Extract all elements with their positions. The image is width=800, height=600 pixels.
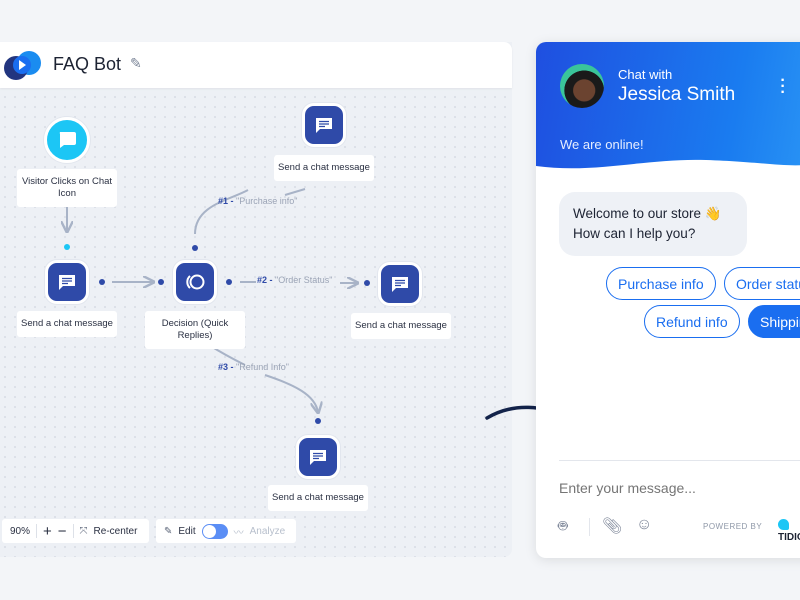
send-message-node[interactable] [378, 262, 422, 306]
chat-with-label: Chat with [618, 67, 673, 82]
connector-dot[interactable] [158, 279, 164, 285]
send-message-label: Send a chat message [274, 155, 374, 181]
chat-widget: Chat with Jessica Smith ··· We are onlin… [536, 42, 800, 558]
message-icon [310, 449, 326, 465]
quick-reply-shipping[interactable]: Shipping [748, 305, 800, 338]
brand-logo[interactable]: TIDIO [778, 519, 800, 543]
edge-number: #1 - [218, 196, 234, 206]
zoom-out-button[interactable]: − [57, 522, 67, 540]
chat-bubble-icon [59, 132, 76, 148]
connector-dot[interactable] [64, 244, 70, 250]
send-message-node[interactable] [302, 103, 346, 147]
edge-number: #3 - [218, 362, 234, 372]
send-message-node[interactable] [45, 260, 89, 304]
connector-dot[interactable] [364, 280, 370, 286]
quick-reply-purchase-info[interactable]: Purchase info [606, 267, 716, 300]
start-node-label: Visitor Clicks on Chat Icon [17, 169, 117, 207]
analyze-label[interactable]: Analyze [249, 525, 286, 537]
divider [589, 518, 590, 536]
powered-by-label: POWERED BY [703, 522, 763, 531]
edge-text: "Order Status" [275, 275, 333, 285]
edge-label-1: #1 - "Purchase info" [218, 196, 297, 206]
quick-reply-refund-info[interactable]: Refund info [644, 305, 740, 338]
connector-dot[interactable] [226, 279, 232, 285]
mode-controls: ✎ Edit 〰 Analyze [156, 519, 296, 543]
zoom-controls: 90% + − ⤧ Re-center [2, 519, 149, 543]
emoji-icon[interactable]: ☺ [636, 516, 653, 533]
message-icon [392, 276, 408, 292]
bot-title: FAQ Bot [53, 54, 122, 74]
edge-text: "Refund Info" [236, 362, 289, 372]
send-message-label: Send a chat message [17, 311, 117, 337]
zoom-in-button[interactable]: + [43, 522, 52, 540]
edge-text: "Purchase info" [236, 196, 298, 206]
edge-label-3: #3 - "Refund Info" [218, 362, 289, 372]
online-status: We are online! [560, 137, 644, 152]
recenter-icon: ⤧ [79, 525, 88, 537]
zoom-level: 90% [10, 525, 31, 537]
app-logo-icon [4, 51, 41, 80]
message-input[interactable] [559, 480, 789, 496]
message-line: Welcome to our store 👋 [573, 206, 722, 221]
divider [559, 460, 800, 461]
agent-name: Jessica Smith [618, 84, 736, 105]
edit-title-icon[interactable]: ✎ [130, 55, 142, 71]
send-message-label: Send a chat message [351, 313, 451, 339]
message-line: How can I help you? [573, 226, 696, 241]
agent-avatar [560, 64, 604, 108]
recenter-button[interactable]: Re-center [93, 525, 138, 537]
bot-message: Welcome to our store 👋 How can I help you… [559, 192, 747, 256]
decision-icon [186, 274, 205, 290]
message-icon [59, 274, 75, 290]
message-icon [316, 117, 332, 133]
attachment-icon[interactable]: 📎︎ [602, 518, 623, 535]
more-options-icon[interactable]: ··· [780, 72, 786, 101]
analyze-icon: 〰 [233, 527, 244, 539]
quick-reply-order-status[interactable]: Order status [724, 267, 800, 300]
connector-dot[interactable] [192, 245, 198, 251]
edge-number: #2 - [257, 275, 273, 285]
header-wave [536, 159, 800, 174]
decision-node[interactable] [173, 260, 217, 304]
edit-label: Edit [178, 525, 196, 537]
start-node[interactable] [44, 117, 90, 163]
decision-label: Decision (Quick Replies) [145, 311, 245, 349]
edge-label-2: #2 - "Order Status" [257, 275, 332, 285]
bot-icon[interactable]: 🤖︎ [558, 518, 568, 535]
brand-icon [778, 519, 789, 530]
send-message-node[interactable] [296, 435, 340, 479]
brand-name: TIDIO [778, 532, 800, 543]
send-message-label: Send a chat message [268, 485, 368, 511]
pencil-icon: ✎ [164, 525, 173, 537]
connector-dot[interactable] [99, 279, 105, 285]
edit-analyze-toggle[interactable] [201, 523, 228, 539]
connector-dot[interactable] [315, 418, 321, 424]
builder-header: FAQ Bot ✎ [0, 42, 512, 88]
